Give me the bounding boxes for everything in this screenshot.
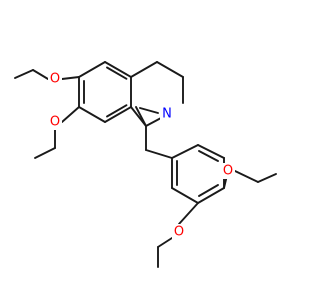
atom-o-lower-left: O (48, 114, 62, 130)
bond-o4-ch2 (157, 237, 173, 248)
bond-ring-c-4 (197, 187, 225, 204)
atom-o-right: O (221, 163, 235, 179)
bond-ring-b-2 (156, 61, 184, 78)
atom-o-lower-left-label: O (50, 115, 60, 130)
bond-ring-a-double-2 (106, 104, 128, 118)
atom-label-layer: O O N O O (48, 71, 235, 240)
atom-o-bottom-label: O (174, 225, 184, 240)
bond-o1-ch3 (14, 69, 34, 79)
bond-ring-c-1 (171, 144, 199, 159)
bond-ring-c-2 (197, 144, 225, 159)
atom-o-bottom: O (172, 224, 186, 240)
bond-ring-b-4 (145, 117, 162, 127)
molecule-structure-diagram: O O N O O (14, 61, 277, 268)
bond-o1-ring (61, 76, 80, 80)
atom-o-right-label: O (223, 164, 233, 179)
bond-layer (14, 61, 277, 268)
bond-ring-b-1 (130, 61, 158, 78)
bond-ring-a-double-1 (106, 66, 128, 80)
bond-ring-a-6 (78, 61, 106, 78)
bond-ring-b-double (135, 106, 147, 127)
atom-n-ring: N (160, 106, 174, 122)
atom-n-ring-label: N (162, 107, 172, 122)
bond-ring-c-double-1 (198, 150, 219, 162)
bond-o1-ch2 (32, 69, 49, 80)
bond-ring-a-1 (104, 61, 132, 78)
bond-o3-ch2 (234, 170, 259, 183)
bond-ring-a-4 (78, 106, 106, 123)
bond-ring-c-double-2 (198, 184, 219, 197)
bond-ring-a-3 (104, 106, 132, 123)
atom-o-upper-left-label: O (50, 72, 60, 87)
bond-ring-b-double-2 (139, 107, 159, 114)
bond-o4-ring (178, 202, 199, 225)
atom-o-upper-left: O (48, 71, 62, 87)
bond-o3-ch3 (257, 173, 277, 183)
bond-o2-ch3 (34, 147, 56, 159)
bond-o2-ring (61, 106, 80, 123)
bond-ring-c-5 (171, 187, 199, 204)
bond-bridge-2 (145, 149, 173, 159)
